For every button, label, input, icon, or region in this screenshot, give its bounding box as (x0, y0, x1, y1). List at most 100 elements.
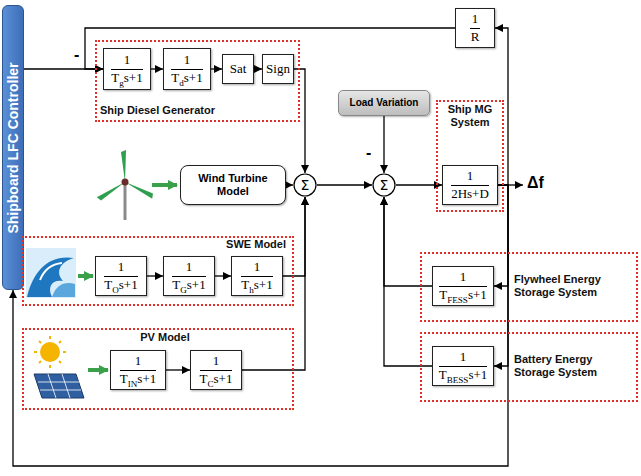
numerator: 1 (470, 12, 481, 29)
turbine-tower (124, 182, 127, 220)
wind-turbine-icon (97, 150, 177, 220)
numerator: 1 (439, 350, 488, 367)
group-title: SWE Model (196, 238, 286, 251)
sum-symbol: Σ (301, 177, 310, 193)
subscript: h (249, 284, 254, 294)
transfer-block: 1Tgs+1 (103, 48, 151, 90)
summing-junction: Σ (293, 173, 317, 197)
fraction: 1Tds+1 (171, 53, 202, 86)
generator-group: Ship Diesel Generator1Tgs+11Tds+1SatSign (95, 40, 300, 122)
wave-icon (26, 248, 93, 298)
fraction: 1TINs+1 (120, 354, 156, 387)
transfer-block: 1Ths+1 (231, 256, 283, 296)
pv-icon (34, 336, 108, 398)
denominator: R (471, 29, 480, 45)
signal-arrow (384, 197, 432, 366)
pv-group: PV Model1TINs+11TCs+1 (22, 328, 294, 410)
junction-circle (294, 174, 316, 196)
signal-arrow (317, 184, 372, 185)
output-stub (508, 184, 523, 185)
load-box: Load Variation (338, 90, 430, 116)
load-label: Load Variation (350, 97, 419, 109)
signal-arrow (13, 185, 508, 466)
sun-rays (34, 336, 66, 368)
model-label: Wind Turbine Model (181, 172, 285, 198)
panel-grid (38, 374, 81, 398)
denominator: TGs+1 (172, 277, 205, 293)
swe-group: SWE Model1TOs+11TGs+11Ths+1 (22, 236, 294, 306)
group-title: Flywheel Energy Storage System (514, 273, 632, 299)
subscript: G (180, 284, 187, 294)
transfer-block: 1TBESSs+1 (432, 346, 494, 386)
wave-ground (26, 248, 76, 298)
transfer-block: 1TOs+1 (95, 256, 147, 296)
turbine-blade (125, 179, 155, 199)
signal-arrow (495, 28, 508, 185)
denominator: TCs+1 (200, 371, 233, 387)
sign-marker: - (74, 46, 79, 64)
wave-shape (27, 257, 74, 297)
signal-arrow (384, 197, 432, 286)
wind-model-box: Wind Turbine Model (180, 165, 286, 205)
summing-junction: Σ (372, 173, 396, 197)
turbine-hub (122, 179, 129, 186)
fraction: 1Tgs+1 (111, 53, 142, 86)
denominator: Tgs+1 (111, 70, 142, 86)
numerator: 1 (172, 260, 205, 277)
fraction: 1TOs+1 (104, 260, 137, 293)
wave-shape (52, 283, 75, 297)
block-label: Sat (230, 61, 247, 77)
denominator: 2Hs+D (451, 186, 489, 202)
fraction: 1TBESSs+1 (439, 350, 488, 383)
signal-arrow (151, 68, 163, 69)
transfer-block: 1TFESSs+1 (432, 266, 494, 306)
group-title: Ship Diesel Generator (100, 104, 295, 117)
controller-box: Shipboard LFC Controller (2, 5, 24, 290)
numerator: 1 (171, 53, 202, 70)
sign-marker: - (366, 144, 371, 162)
transfer-block: 1TGs+1 (163, 256, 215, 296)
signal-arrow (383, 116, 384, 173)
numerator: 1 (241, 260, 272, 277)
solar-panel (34, 374, 84, 398)
numerator: 1 (104, 260, 137, 277)
subscript: BESS (447, 374, 469, 384)
denominator: TFESSs+1 (439, 287, 487, 303)
denominator: Ths+1 (241, 277, 272, 293)
transfer-block: 12Hs+D (442, 165, 498, 205)
output-signal: Δf (527, 174, 544, 192)
numerator: 1 (111, 53, 142, 70)
fraction: 12Hs+D (451, 169, 489, 202)
sign-block: Sign (262, 54, 294, 84)
turbine-blade (121, 150, 126, 182)
sum-symbol: Σ (380, 177, 389, 193)
input-arrow (78, 274, 93, 278)
wave-foam (40, 263, 62, 280)
bess-group: Battery Energy Storage System1TBESSs+1 (420, 332, 638, 402)
fraction: 1R (470, 12, 481, 45)
input-arrow (152, 183, 177, 187)
subscript: IN (128, 378, 138, 388)
denominator: TBESSs+1 (439, 367, 488, 383)
fraction: 1Ths+1 (241, 260, 272, 293)
input-arrow (88, 368, 108, 372)
denominator: TOs+1 (104, 277, 137, 293)
transfer-block: 1Tds+1 (163, 48, 211, 90)
numerator: 1 (200, 354, 233, 371)
denominator: TINs+1 (120, 371, 156, 387)
signal-arrow (286, 184, 293, 185)
fraction: 1TCs+1 (200, 354, 233, 387)
droop-block: 1R (455, 8, 495, 48)
fraction: 1TGs+1 (172, 260, 205, 293)
transfer-block: 1TINs+1 (110, 350, 166, 390)
subscript: g (119, 77, 124, 87)
subscript: FESS (447, 294, 468, 304)
group-title: PV Model (110, 331, 220, 344)
sun (40, 342, 60, 362)
signal-arrow (147, 275, 163, 276)
saturation-block: Sat (222, 54, 254, 84)
signal-arrow (211, 68, 222, 69)
subscript: d (179, 77, 184, 87)
signal-arrow (166, 369, 190, 370)
